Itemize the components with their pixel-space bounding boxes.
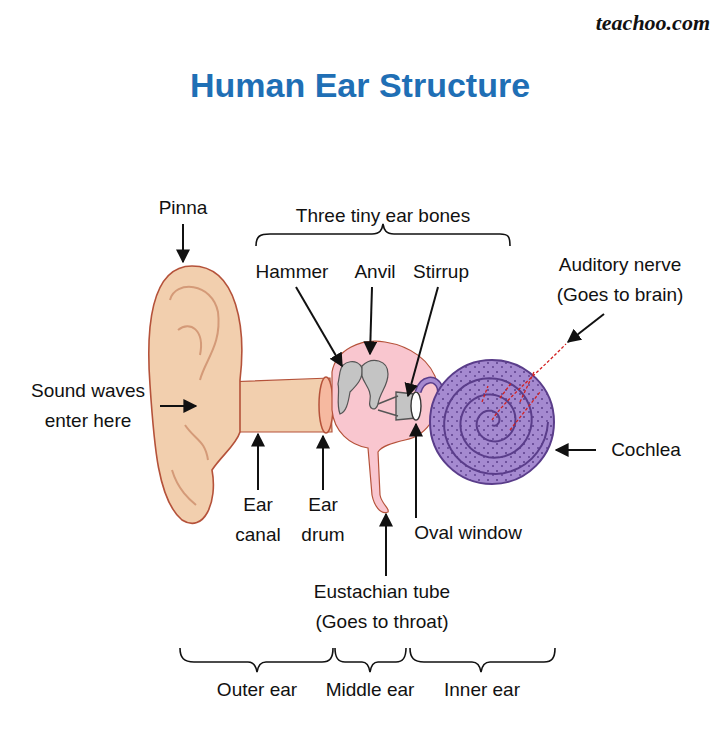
oval-window-shape	[411, 392, 421, 420]
part-label: Three tiny ear bones	[268, 201, 498, 231]
cochlea-texture	[430, 360, 554, 484]
part-label: Inner ear	[427, 675, 537, 705]
auditory-nerve	[482, 344, 566, 430]
eardrum-shape	[319, 377, 333, 433]
part-label: Oval window	[403, 518, 533, 548]
part-label: Sound waves enter here	[18, 376, 158, 436]
part-label: Ear canal	[228, 490, 288, 550]
part-label: Ear drum	[298, 490, 348, 550]
part-label: Outer ear	[202, 675, 312, 705]
part-label: Auditory nerve (Goes to brain)	[535, 250, 705, 310]
part-label: Eustachian tube (Goes to throat)	[292, 577, 472, 637]
diagram-title: Human Ear Structure	[0, 66, 720, 105]
pinna-fold	[172, 326, 208, 505]
watermark: teachoo.com	[510, 10, 710, 36]
hammer-bone	[338, 362, 362, 414]
middle-ear-cavity	[332, 341, 439, 512]
part-label: Anvil	[340, 257, 410, 287]
cochlea-shape	[430, 360, 554, 484]
pinna-fold	[170, 287, 219, 380]
part-label: Pinna	[123, 193, 243, 223]
part-label: Stirrup	[396, 257, 486, 287]
cochlea-spiral-line	[444, 378, 548, 474]
brace	[180, 224, 555, 672]
cochlea-spiral	[444, 378, 548, 474]
leader-arrows	[160, 224, 604, 576]
part-label: Cochlea	[596, 435, 696, 465]
part-label: Hammer	[242, 257, 342, 287]
pinna-shape	[149, 266, 242, 523]
ear-canal-shape	[225, 378, 332, 432]
part-label: Middle ear	[315, 675, 425, 705]
